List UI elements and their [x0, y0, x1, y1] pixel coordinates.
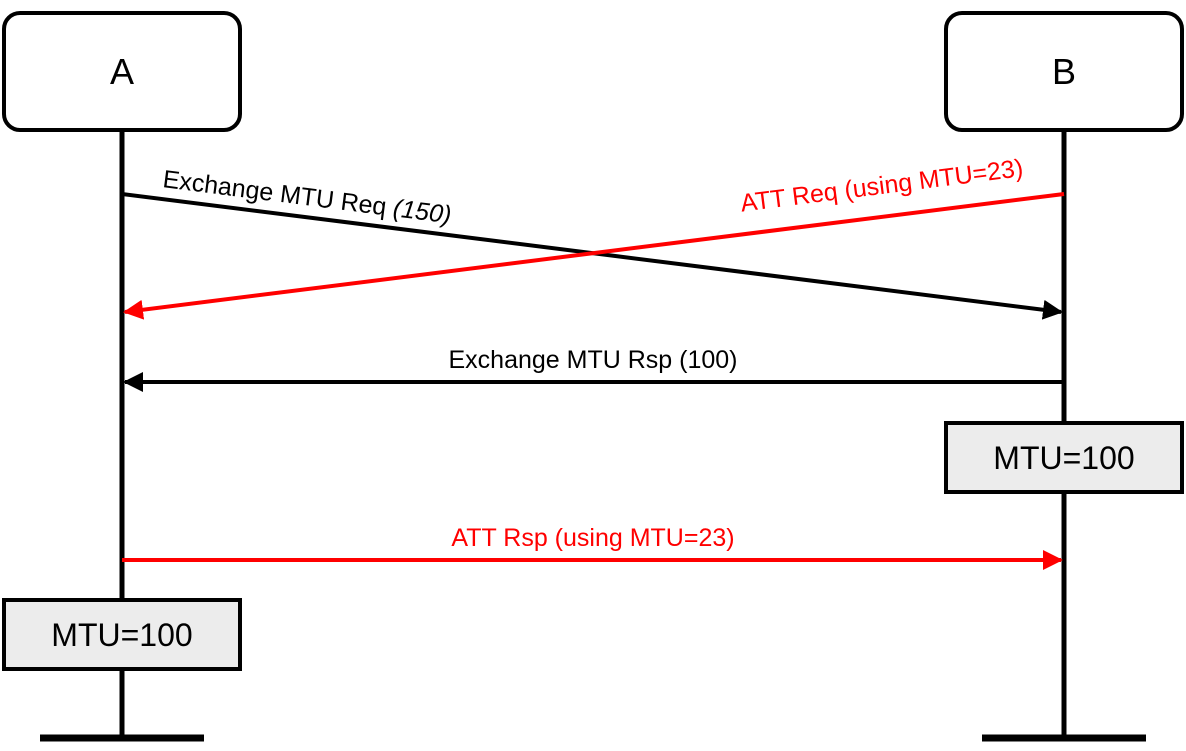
state-b-mtu-label: MTU=100	[993, 440, 1134, 476]
att-req-arrow	[123, 192, 1065, 320]
exchange-mtu-rsp-label: Exchange MTU Rsp (100)	[448, 346, 737, 374]
message-att-rsp: ATT Rsp (using MTU=23)	[122, 524, 1063, 570]
state-a-mtu-label: MTU=100	[51, 617, 192, 653]
participant-b: B	[944, 11, 1184, 132]
message-exchange-mtu-rsp: Exchange MTU Rsp (100)	[123, 346, 1064, 392]
participant-a: A	[2, 11, 242, 132]
state-b-mtu: MTU=100	[944, 421, 1184, 494]
state-b-mtu-box	[944, 421, 1184, 494]
participant-a-label: A	[110, 51, 134, 92]
state-a-mtu: MTU=100	[2, 598, 242, 671]
att-req-label: ATT Req (using MTU=23)	[739, 154, 1025, 217]
participant-b-label: B	[1052, 51, 1076, 92]
att-rsp-label: ATT Rsp (using MTU=23)	[451, 524, 734, 552]
participant-a-box	[2, 11, 242, 132]
exchange-mtu-req-label: Exchange MTU Req (150)	[161, 165, 453, 229]
exchange-mtu-req-param: (150)	[391, 194, 452, 229]
participant-b-box	[944, 11, 1184, 132]
state-a-mtu-box	[2, 598, 242, 671]
